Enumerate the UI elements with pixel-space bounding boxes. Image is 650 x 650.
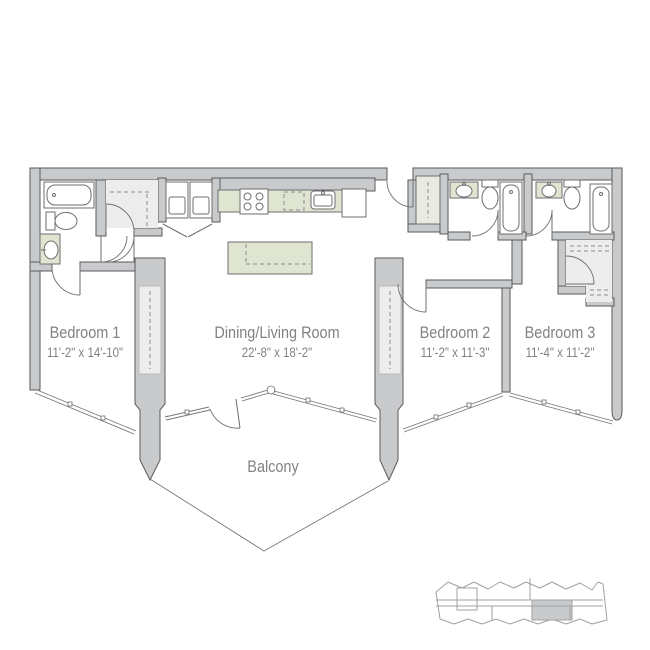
kitchen — [217, 188, 367, 218]
room-dimensions: 11'-2" x 14'-10" — [47, 345, 123, 360]
coat-closet — [415, 175, 441, 225]
unit-walls — [29, 167, 623, 421]
site-key-map — [435, 578, 608, 625]
entry-door — [386, 180, 414, 208]
bathtub — [43, 181, 95, 209]
dryer — [189, 181, 213, 219]
bedroom-3-window — [508, 392, 614, 425]
washer — [165, 181, 189, 219]
room-name: Bedroom 2 — [420, 324, 491, 342]
bathroom-2 — [449, 179, 523, 237]
bathroom-1 — [39, 181, 128, 265]
room-name: Bedroom 1 — [50, 324, 121, 342]
room-dimensions: 11'-2" x 11'-3" — [421, 345, 490, 360]
core-outline — [456, 587, 478, 611]
bedroom-3-label: Bedroom 3 11'-4" x 11'-2" — [525, 324, 596, 360]
room-dimensions: 22'-8" x 18'-2" — [242, 345, 313, 360]
bathroom-3 — [525, 179, 613, 237]
bathtub — [589, 183, 613, 235]
balcony-edge — [149, 478, 389, 552]
room-name: Dining/Living Room — [214, 324, 339, 342]
refrigerator — [341, 188, 367, 218]
range — [239, 188, 269, 215]
room-name: Balcony — [247, 458, 298, 476]
corridor-lines — [436, 599, 603, 607]
bedroom-1-label: Bedroom 1 11'-2" x 14'-10" — [47, 324, 123, 360]
bathroom-1-door — [100, 235, 128, 263]
vanity-sink — [39, 233, 61, 265]
toilet — [563, 179, 581, 210]
toilet — [481, 179, 499, 210]
kitchen-island — [227, 241, 313, 275]
highlighted-unit — [531, 599, 573, 621]
bedroom-2-sliding-door — [378, 285, 402, 375]
bedroom-3-closet — [565, 240, 612, 302]
bedroom-1-door — [51, 266, 81, 296]
bathtub — [499, 181, 523, 235]
vanity-sink — [449, 181, 479, 199]
dishwasher — [283, 191, 305, 211]
hall-door — [107, 235, 135, 263]
walk-in-closet — [105, 180, 158, 233]
bedroom-1-window — [34, 389, 137, 435]
balcony-railing — [164, 385, 378, 423]
bedroom-2-label: Bedroom 2 11'-2" x 11'-3" — [420, 324, 491, 360]
dining-living-room-label: Dining/Living Room 22'-8" x 18'-2" — [214, 324, 339, 360]
unit-dividers — [491, 578, 571, 620]
kitchen-sink — [310, 189, 336, 210]
railing-post — [266, 385, 276, 395]
laundry-closet — [162, 181, 213, 238]
bedroom-1-sliding-door — [138, 285, 162, 375]
vanity-sink — [535, 181, 563, 199]
toilet — [45, 211, 78, 231]
balcony — [149, 385, 389, 552]
bifold-doors — [162, 223, 213, 238]
bedroom-2-window — [402, 392, 504, 433]
balcony-door — [209, 398, 241, 429]
balcony-label: Balcony — [247, 458, 298, 476]
bedroom-2-door — [397, 283, 427, 313]
room-dimensions: 11'-4" x 11'-2" — [526, 345, 595, 360]
window-walls — [34, 389, 614, 435]
room-name: Bedroom 3 — [525, 324, 596, 342]
